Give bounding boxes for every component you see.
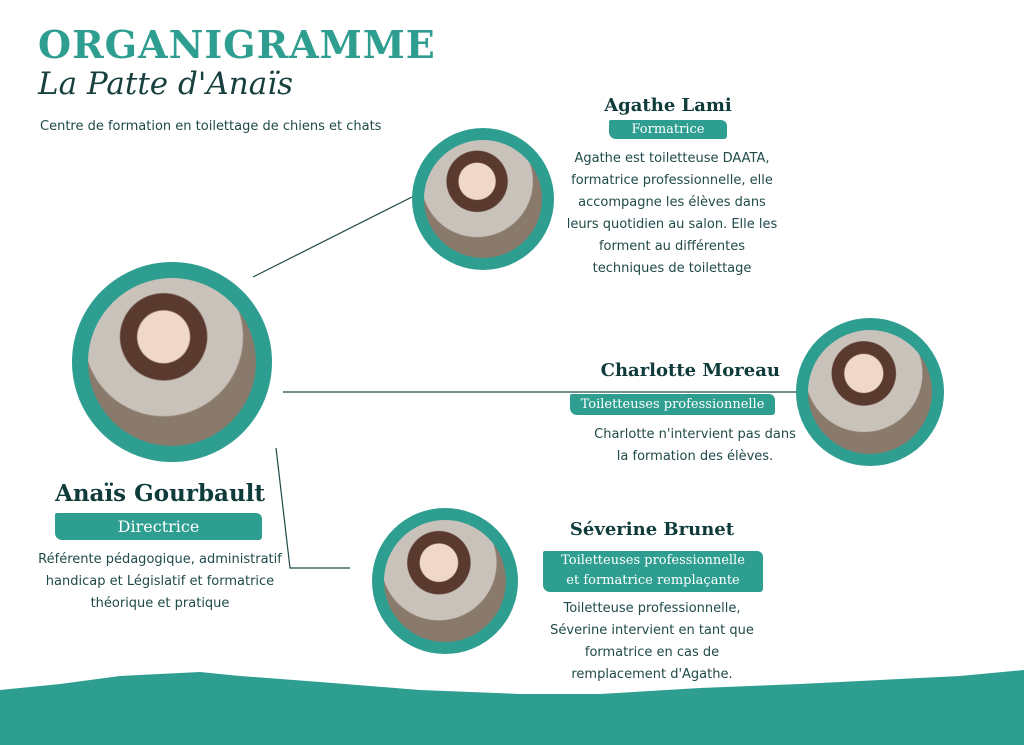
bottom-brush-wave xyxy=(0,670,1024,745)
director-photo-ring xyxy=(72,262,272,462)
agathe-photo xyxy=(424,140,542,258)
role-line: et formatrice remplaçante xyxy=(566,573,740,588)
desc-line: la formation des élèves. xyxy=(616,449,774,464)
desc-line: remplacement d'Agathe. xyxy=(571,667,733,682)
desc-line: leurs quotidien au salon. Elle les xyxy=(566,217,778,232)
charlotte-description: Charlotte n'intervient pas dans la forma… xyxy=(575,424,815,468)
desc-line: formatrice en cas de xyxy=(584,645,720,660)
desc-line: formatrice professionnelle, elle xyxy=(571,173,773,188)
agathe-role-badge: Formatrice xyxy=(609,120,727,139)
tagline: Centre de formation en toilettage de chi… xyxy=(40,119,382,134)
desc-line: théorique et pratique xyxy=(90,596,230,611)
severine-description: Toiletteuse professionnelle, Séverine in… xyxy=(532,598,772,686)
severine-name: Séverine Brunet xyxy=(569,519,735,540)
agathe-photo-ring xyxy=(412,128,554,270)
director-role-badge: Directrice xyxy=(55,513,262,540)
severine-role-badge: Toiletteuses professionnelle et formatri… xyxy=(543,551,763,592)
desc-line: Charlotte n'intervient pas dans xyxy=(594,427,796,442)
agathe-description: Agathe est toiletteuse DAATA, formatrice… xyxy=(552,148,792,280)
desc-line: Agathe est toiletteuse DAATA, xyxy=(574,151,770,166)
agathe-name: Agathe Lami xyxy=(604,95,732,116)
desc-line: handicap et Législatif et formatrice xyxy=(45,574,275,589)
desc-line: Séverine intervient en tant que xyxy=(550,623,754,638)
severine-photo xyxy=(384,520,506,642)
severine-photo-ring xyxy=(372,508,518,654)
desc-line: accompagne les élèves dans xyxy=(578,195,766,210)
director-photo xyxy=(88,278,256,446)
charlotte-photo xyxy=(808,330,932,454)
charlotte-photo-ring xyxy=(796,318,944,466)
desc-line: forment au différentes xyxy=(598,239,746,254)
charlotte-role-badge: Toiletteuses professionnelle xyxy=(570,394,775,415)
brand-script-title: La Patte d'Anaïs xyxy=(38,66,294,102)
desc-line: Référente pédagogique, administratif xyxy=(38,552,282,567)
charlotte-name: Charlotte Moreau xyxy=(600,360,780,381)
director-name: Anaïs Gourbault xyxy=(54,480,266,507)
role-line: Toiletteuses professionnelle xyxy=(561,553,745,568)
director-description: Référente pédagogique, administratif han… xyxy=(25,549,295,615)
desc-line: Toiletteuse professionnelle, xyxy=(563,601,741,616)
desc-line: techniques de toilettage xyxy=(592,261,752,276)
page-title: ORGANIGRAMME xyxy=(38,22,436,67)
